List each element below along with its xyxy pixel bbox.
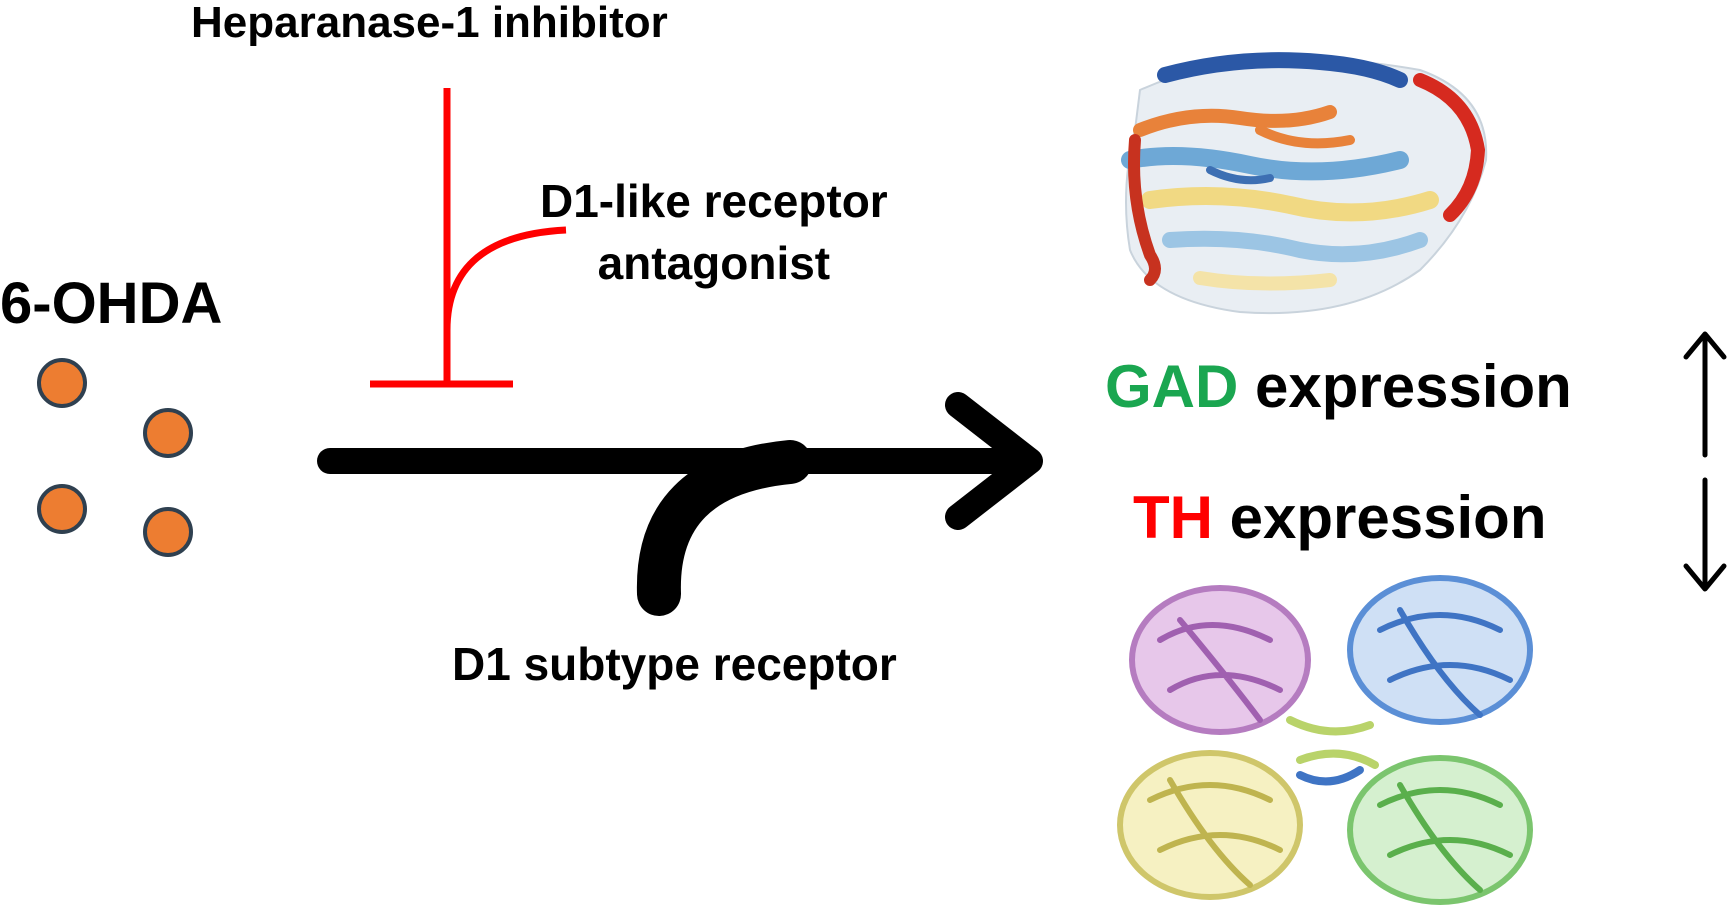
th-expression-word: expression — [1212, 484, 1547, 551]
up-arrow-icon — [1683, 331, 1727, 458]
receptor-label: D1 subtype receptor — [452, 638, 897, 690]
ohda-molecules — [37, 358, 193, 557]
inhibitor-label: Heparanase-1 inhibitor — [191, 0, 668, 47]
pathway-arrowhead — [945, 392, 1043, 530]
th-subunit-yellow — [1117, 750, 1303, 900]
ohda-molecule — [37, 358, 87, 408]
antagonist-label-line2: antagonist — [597, 237, 831, 289]
gad-expression-word: expression — [1238, 353, 1572, 420]
th-protein-structure — [1117, 575, 1533, 905]
th-subunit-blue — [1347, 575, 1533, 725]
gad-gene-name: GAD — [1105, 353, 1239, 420]
receptor-branch — [636, 440, 812, 616]
antagonist-label: D1-like receptor antagonist — [540, 170, 888, 294]
gad-protein-structure — [1121, 52, 1488, 315]
down-arrow-icon — [1683, 477, 1727, 592]
gad-expression-label: GAD expression — [1105, 352, 1572, 421]
antagonist-branch — [443, 226, 567, 331]
trend-arrows — [1683, 331, 1727, 592]
ohda-molecule — [143, 408, 193, 458]
antagonist-label-line1: D1-like receptor — [540, 175, 888, 227]
th-gene-name: TH — [1133, 484, 1213, 551]
ohda-molecule — [37, 484, 87, 534]
inhibition-symbol — [370, 88, 567, 388]
pathway-arrow — [317, 392, 1043, 616]
th-subunit-pink — [1129, 585, 1311, 735]
compound-label: 6-OHDA — [0, 271, 223, 336]
th-subunit-green — [1347, 755, 1533, 905]
ohda-molecule — [143, 507, 193, 557]
th-expression-label: TH expression — [1133, 483, 1546, 552]
